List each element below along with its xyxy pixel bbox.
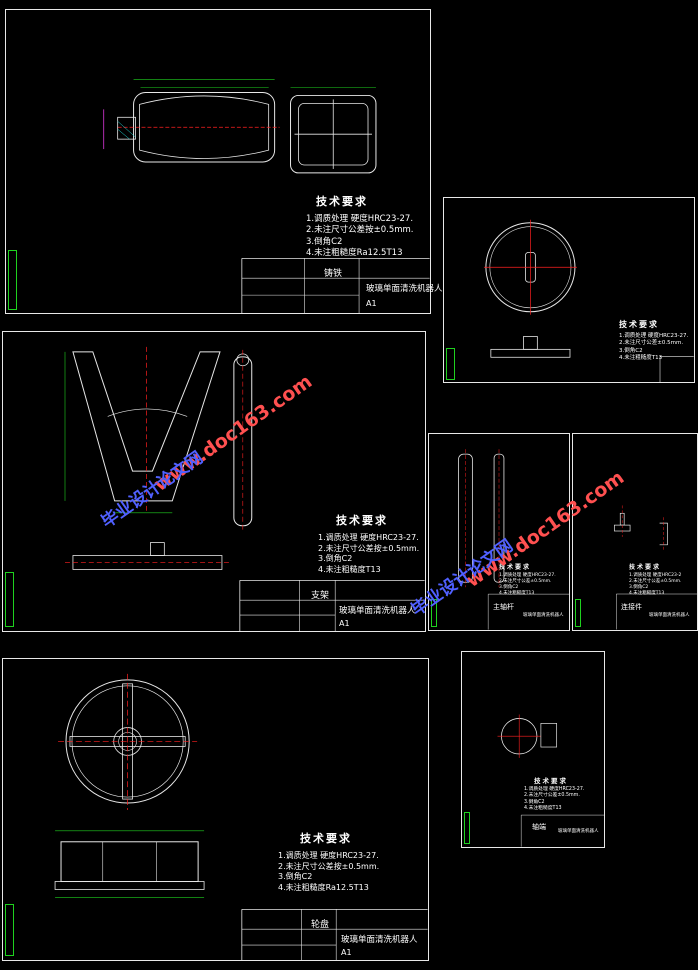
- tech-line: 1.调质处理 硬度HRC23-27.: [499, 573, 556, 579]
- sheet-size: A1: [366, 299, 377, 308]
- technical-requirements: 技术要求 1.调质处理 硬度HRC23-27. 2.未注尺寸公差±0.5mm. …: [619, 320, 688, 362]
- technical-requirements: 技术要求 1.调质处理 硬度HRC23-27. 2.未注尺寸公差按±0.5mm.…: [318, 514, 419, 576]
- tech-title: 技术要求: [534, 777, 568, 785]
- sheet-4-graphics: [458, 449, 569, 630]
- tech-line: 1.调质处理 硬度HRC23-2: [629, 573, 682, 579]
- tech-line: 1.调质处理 硬度HRC23-27.: [619, 332, 689, 339]
- tech-title: 技术要求: [619, 320, 659, 329]
- sheet-binding-strip: [8, 250, 17, 310]
- tech-line: 2.未注尺寸公差±0.5mm.: [619, 340, 684, 347]
- tech-line: 2.未注尺寸公差按±0.5mm.: [306, 225, 414, 236]
- tech-line: 3.倒角C2: [524, 799, 545, 805]
- part-name: 玻璃单面清洗机器人: [339, 606, 416, 616]
- tech-line: 1.调质处理 硬度HRC23-27.: [524, 786, 585, 792]
- technical-requirements: 技术要求 1.调质处理 硬度HRC23-27. 2.未注尺寸公差±0.5mm. …: [499, 564, 556, 597]
- sheet-size: A1: [341, 948, 352, 957]
- material-label: 主轴杆: [493, 603, 514, 611]
- material-label: 铸铁: [324, 269, 343, 279]
- tech-line: 3.倒角C2: [629, 585, 649, 591]
- drawing-sheet-3: 技术要求 1.调质处理 硬度HRC23-27. 2.未注尺寸公差按±0.5mm.…: [2, 331, 426, 632]
- part-name: 玻璃单面清洗机器人: [523, 613, 564, 618]
- drawing-sheet-6: 技术要求 1.调质处理 硬度HRC23-27. 2.未注尺寸公差按±0.5mm.…: [2, 658, 429, 961]
- tech-line: 2.未注尺寸公差按±0.5mm.: [278, 861, 380, 871]
- part-name: 玻璃单面清洗机器人: [366, 284, 443, 294]
- sheet-6-graphics: [54, 673, 428, 960]
- sheet-binding-strip: [5, 904, 14, 956]
- tech-line: 4.未注粗糙度T13: [318, 565, 381, 575]
- drawing-sheet-4: 技术要求 1.调质处理 硬度HRC23-27. 2.未注尺寸公差±0.5mm. …: [428, 433, 570, 631]
- material-label: 轴端: [532, 823, 546, 831]
- tech-line: 2.未注尺寸公差±0.5mm.: [524, 793, 580, 799]
- tech-line: 2.未注尺寸公差±0.5mm.: [629, 579, 682, 585]
- material-label: 支架: [311, 591, 330, 601]
- sheet-size: A1: [339, 619, 350, 628]
- sheet-3-graphics: [64, 346, 425, 631]
- tech-line: 3.倒角C2: [318, 554, 353, 564]
- tech-line: 3.倒角C2: [278, 872, 313, 882]
- sheet-binding-strip: [575, 599, 581, 627]
- technical-requirements: 技术要求 1.调质处理 硬度HRC23-27. 2.未注尺寸公差按±0.5mm.…: [278, 832, 379, 894]
- part-name: 玻璃单面清洗机器人: [558, 829, 599, 834]
- tech-line: 4.未注粗糙度T13: [524, 806, 562, 812]
- technical-requirements: 技术要求 1.调质处理 硬度HRC23-2 2.未注尺寸公差±0.5mm. 3.…: [629, 564, 681, 597]
- part-name: 玻璃单面清洗机器人: [341, 935, 418, 945]
- tech-line: 3.倒角C2: [499, 585, 519, 591]
- tech-line: 2.未注尺寸公差±0.5mm.: [499, 579, 552, 585]
- tech-line: 3.倒角C2: [619, 347, 643, 354]
- sheet-2-graphics: [483, 219, 694, 382]
- tech-line: 1.调质处理 硬度HRC23-27.: [318, 532, 419, 542]
- material-label: 连接件: [621, 603, 642, 611]
- tech-line: 4.未注粗糙度T13: [629, 591, 665, 597]
- tech-line: 1.调质处理 硬度HRC23-27.: [306, 213, 414, 224]
- drawing-sheet-5: 技术要求 1.调质处理 硬度HRC23-2 2.未注尺寸公差±0.5mm. 3.…: [572, 433, 698, 631]
- sheet-5-graphics: [613, 505, 697, 630]
- sheet-1-graphics: [103, 79, 430, 313]
- tech-line: 1.调质处理 硬度HRC23-27.: [278, 850, 379, 860]
- drawing-sheet-1: 技术要求 1.调质处理 硬度HRC23-27. 2.未注尺寸公差按±0.5mm.…: [5, 9, 443, 314]
- tech-line: 4.未注粗糙度T13: [499, 591, 535, 597]
- sheet-binding-strip: [431, 599, 437, 627]
- tech-line: 4.未注粗糙度Ra12.5T13: [306, 248, 403, 259]
- tech-title: 技术要求: [336, 514, 388, 527]
- tech-title: 技术要求: [499, 564, 532, 571]
- tech-title: 技术要求: [300, 832, 352, 845]
- material-label: 轮盘: [311, 920, 330, 930]
- technical-requirements: 技术要求 1.调质处理 硬度HRC23-27. 2.未注尺寸公差±0.5mm. …: [524, 777, 584, 813]
- tech-line: 2.未注尺寸公差按±0.5mm.: [318, 543, 420, 553]
- technical-requirements: 技术要求 1.调质处理 硬度HRC23-27. 2.未注尺寸公差按±0.5mm.…: [306, 195, 414, 260]
- tech-title: 技术要求: [316, 195, 368, 208]
- drawing-sheet-7: 技术要求 1.调质处理 硬度HRC23-27. 2.未注尺寸公差±0.5mm. …: [461, 651, 605, 848]
- part-name: 玻璃单面清洗机器人: [649, 613, 690, 618]
- sheet-binding-strip: [464, 812, 470, 844]
- sheet-binding-strip: [5, 572, 14, 627]
- sheet-7-graphics: [497, 714, 604, 847]
- sheet-binding-strip: [446, 348, 455, 380]
- tech-line: 3.倒角C2: [306, 236, 343, 247]
- tech-line: 4.未注粗糙度T13: [619, 355, 663, 362]
- tech-line: 4.未注粗糙度Ra12.5T13: [278, 883, 369, 893]
- tech-title: 技术要求: [629, 564, 662, 571]
- drawing-sheet-2: 技术要求 1.调质处理 硬度HRC23-27. 2.未注尺寸公差±0.5mm. …: [443, 197, 695, 383]
